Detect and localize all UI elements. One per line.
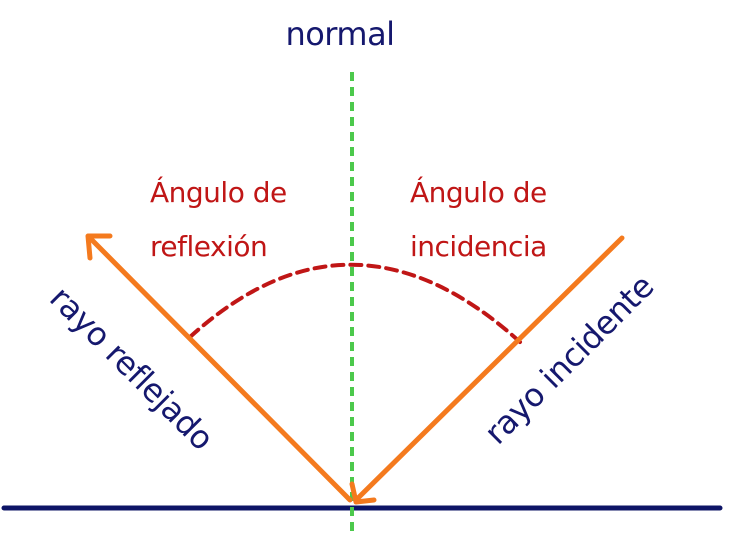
incidence-angle-label-line1: Ángulo de (410, 175, 547, 209)
incidence-angle-label-line2: incidencia (410, 230, 547, 263)
reflected-ray-label: rayo reflejado (42, 279, 221, 458)
reflected-ray (87, 235, 353, 503)
reflection-angle-label-line1: Ángulo de (150, 175, 287, 209)
incident-ray-label: rayo incidente (477, 267, 661, 451)
reflected-ray-arrowhead (85, 233, 113, 261)
incident-ray (353, 235, 625, 503)
normal-label: normal (285, 15, 394, 53)
reflection-angle-label-line2: reflexión (150, 230, 267, 263)
angle-arc (188, 262, 522, 344)
incident-ray-arrowhead (349, 481, 377, 505)
